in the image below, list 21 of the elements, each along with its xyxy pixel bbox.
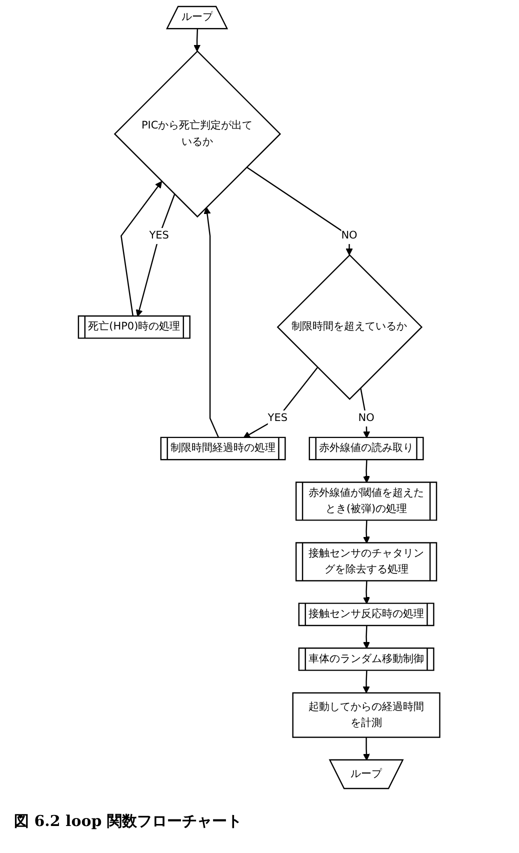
edge-label: NO [342,230,358,242]
arrow [244,367,318,438]
edge-label: NO [358,412,375,424]
arrow [363,670,370,694]
arrow [363,581,370,604]
arrow [360,388,370,438]
node-diamond: 制限時間を超えているか [277,254,423,400]
arrow [363,737,370,761]
arrow [136,194,176,317]
arrow [363,626,370,649]
node-diamond: PICから死亡判定が出ているか [114,50,282,218]
node-box: 起動してからの経過時間を計測 [292,692,441,738]
arrow [120,181,162,316]
arrow [246,166,354,256]
caption: 図 6.2 loop 関数フローチャート [14,812,242,831]
edge-label: YES [150,230,170,242]
edge-label: YES [268,412,288,424]
arrow [363,460,370,483]
arrow [363,520,370,544]
arrow [194,29,201,52]
arrow [204,207,220,438]
